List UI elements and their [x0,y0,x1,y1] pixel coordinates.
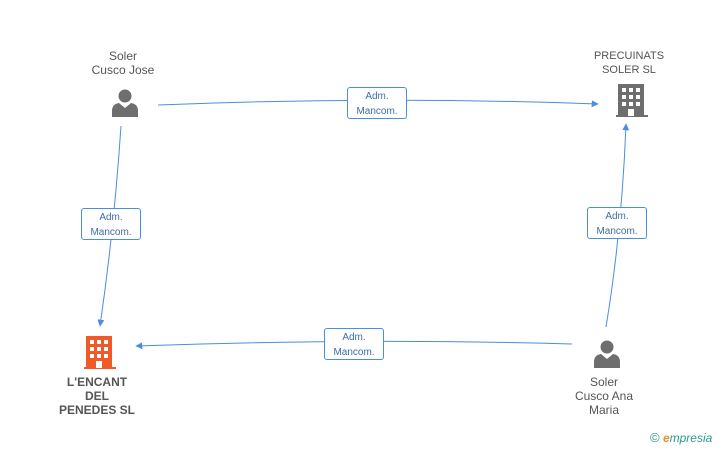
copyright-icon: © [650,430,660,445]
empresia-logo: © empresia [650,430,712,445]
brand-e: e [662,431,670,445]
node-label-precuinats-soler-sl[interactable]: PRECUINATS SOLER SL [593,50,665,76]
building-icon[interactable] [616,84,648,117]
person-icon[interactable] [594,340,620,369]
building-icon[interactable] [84,336,116,369]
node-label-soler-cusco-ana-maria[interactable]: Soler Cusco Ana Maria [574,375,634,417]
edge-label-adm-mancom: Adm. Mancom. [587,207,647,239]
edge-label-adm-mancom: Adm. Mancom. [81,208,141,240]
person-icon[interactable] [112,89,138,118]
node-label-lencant-del-penedes-sl[interactable]: L'ENCANT DEL PENEDES SL [58,375,136,417]
edge-label-adm-mancom: Adm. Mancom. [347,87,407,119]
brand-rest: mpresia [669,431,713,445]
edge-label-adm-mancom: Adm. Mancom. [324,328,384,360]
node-label-soler-cusco-jose[interactable]: Soler Cusco Jose [91,49,155,77]
